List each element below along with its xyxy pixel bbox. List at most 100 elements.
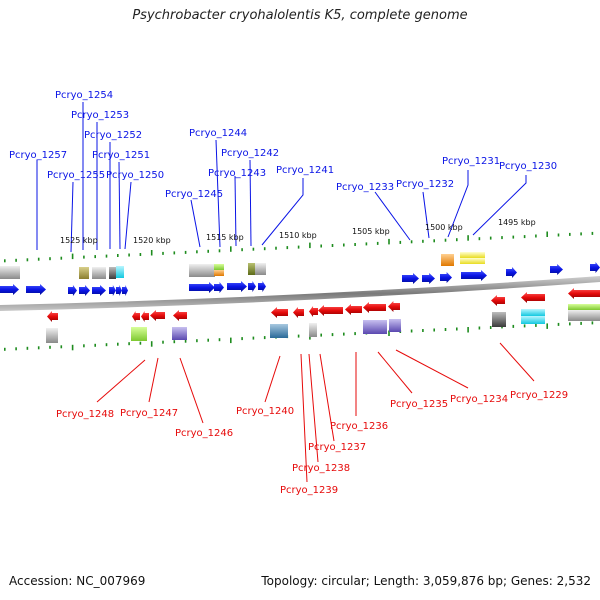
forward-gene-arrow (440, 272, 452, 283)
gene-label: Pcryo_1252 (84, 130, 142, 141)
tick-mark (252, 336, 255, 340)
tick-mark (501, 236, 503, 240)
tick-mark (49, 345, 51, 349)
feature-boxes (0, 252, 600, 343)
feature-box (79, 267, 89, 279)
reverse-gene-arrow (271, 307, 288, 318)
callout-line (215, 139, 221, 248)
tick-mark (320, 244, 322, 248)
tick-mark (546, 231, 548, 237)
tick-mark (173, 251, 176, 255)
forward-gene-arrow (550, 264, 563, 275)
gene-label: Pcryo_1250 (106, 170, 164, 181)
feature-box (270, 324, 288, 338)
tick-mark (444, 328, 447, 331)
tick-mark (320, 333, 322, 337)
reverse-gene-arrow (521, 292, 545, 303)
upper-tick-track (4, 231, 594, 263)
tick-mark (15, 347, 17, 351)
feature-box (214, 270, 224, 276)
gene-label: Pcryo_1233 (336, 182, 394, 193)
tick-mark (354, 243, 356, 246)
tick-mark (37, 257, 40, 261)
callout-line (96, 359, 146, 403)
gene-label: Pcryo_1236 (330, 421, 388, 432)
tick-mark (331, 244, 334, 247)
reverse-gene-arrow (491, 295, 505, 306)
tick-mark (388, 330, 390, 336)
gene-label: Pcryo_1240 (236, 406, 294, 417)
genome-title: Psychrobacter cryohalolentis K5, complet… (132, 8, 468, 23)
tick-mark (196, 339, 198, 343)
tick-mark (523, 324, 526, 328)
scale-label: 1510 kbp (279, 231, 317, 240)
tick-mark (83, 255, 85, 259)
gene-arrows (0, 262, 600, 322)
tick-mark (569, 232, 571, 236)
feature-box (0, 266, 20, 279)
tick-mark (376, 241, 379, 245)
tick-mark (105, 254, 108, 258)
tick-mark (184, 250, 187, 254)
gene-label: Pcryo_1247 (120, 408, 178, 419)
callout-line (472, 175, 527, 236)
gene-label: Pcryo_1251 (92, 150, 150, 161)
feature-box (214, 264, 224, 270)
feature-box (568, 310, 600, 321)
tick-mark (49, 257, 51, 261)
feature-box (116, 266, 124, 278)
tick-mark (162, 340, 164, 344)
tick-mark (580, 321, 582, 325)
forward-gene-arrow (214, 282, 224, 293)
scale-label: 1515 kbp (206, 233, 244, 242)
tick-mark (591, 231, 594, 235)
gene-callout-lines (36, 102, 535, 483)
gene-label: Pcryo_1253 (71, 110, 129, 121)
callout-line (264, 355, 281, 403)
tick-mark (263, 247, 266, 251)
scale-label: 1520 kbp (133, 236, 171, 245)
feature-box (521, 316, 545, 324)
tick-mark (94, 343, 96, 347)
reverse-gene-arrow (318, 305, 343, 316)
tick-mark (60, 345, 63, 349)
feature-box (460, 258, 485, 264)
tick-mark (218, 338, 221, 342)
callout-line (124, 181, 132, 250)
forward-gene-arrow (227, 281, 247, 292)
scale-label: 1525 kbp (60, 236, 98, 245)
reverse-gene-arrow (150, 310, 165, 321)
forward-gene-arrow (506, 267, 517, 278)
tick-mark (546, 323, 548, 329)
tick-mark (535, 323, 537, 327)
tick-mark (343, 243, 345, 247)
tick-mark (557, 322, 560, 326)
tick-mark (297, 334, 300, 338)
callout-line (499, 342, 535, 382)
topology-text: Topology: circular; Length: 3,059,876 bp… (261, 574, 591, 588)
feature-box (109, 267, 116, 279)
tick-mark (71, 344, 74, 351)
forward-gene-arrow (590, 262, 600, 273)
gene-label: Pcryo_1239 (280, 485, 338, 496)
callout-line (148, 357, 159, 403)
feature-box (460, 252, 485, 258)
reverse-gene-arrow (363, 302, 386, 313)
tick-mark (241, 337, 243, 341)
tick-mark (230, 337, 232, 344)
tick-mark (184, 339, 187, 343)
genome-backbone (0, 276, 600, 311)
tick-mark (365, 242, 368, 246)
tick-mark (26, 258, 29, 262)
gene-label: Pcryo_1238 (292, 463, 350, 474)
callout-line (234, 175, 237, 247)
tick-mark (117, 342, 119, 346)
gene-label: Pcryo_1241 (276, 165, 334, 176)
reverse-gene-arrow (309, 306, 318, 317)
feature-box (521, 309, 545, 316)
tick-mark (309, 242, 311, 249)
callout-line (118, 161, 121, 250)
tick-mark (467, 327, 469, 333)
tick-mark (162, 251, 164, 255)
